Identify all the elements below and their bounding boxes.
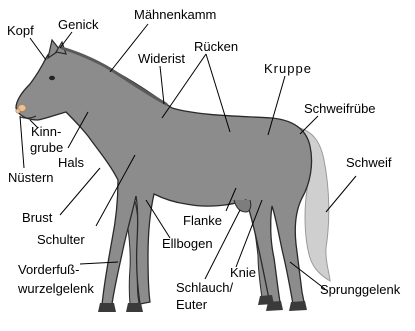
label-kopf: Kopf bbox=[7, 23, 34, 38]
label-schweifruebe: Schweifrübe bbox=[304, 101, 376, 116]
label-sprunggelenk: Sprunggelenk bbox=[320, 282, 400, 297]
label-schulter: Schulter bbox=[37, 232, 85, 247]
label-ruecken: Rücken bbox=[194, 39, 238, 54]
horse-hoof bbox=[289, 301, 307, 311]
leader-brust bbox=[60, 168, 100, 215]
label-kinngrube-line1: Kinn- bbox=[31, 124, 61, 139]
label-kruppe: Kruppe bbox=[264, 61, 312, 76]
horse-udder bbox=[234, 200, 251, 212]
label-nuestern: Nüstern bbox=[8, 170, 54, 185]
leader-widerist bbox=[160, 66, 164, 104]
label-hals: Hals bbox=[58, 155, 84, 170]
label-flanke: Flanke bbox=[183, 213, 222, 228]
horse-nostril bbox=[16, 109, 20, 113]
label-maehnenkamm: Mähnenkamm bbox=[134, 7, 216, 22]
leader-schweifruebe bbox=[300, 116, 318, 134]
horse-hoof bbox=[126, 303, 143, 312]
leader-schweif bbox=[326, 176, 356, 212]
label-schweif: Schweif bbox=[346, 155, 392, 170]
label-kinngrube-line2: grube bbox=[30, 140, 63, 155]
leader-kopf bbox=[30, 38, 46, 60]
label-vorderfuss-line2: wurzelgelenk bbox=[18, 281, 94, 296]
horse-hoof bbox=[98, 303, 116, 312]
label-genick: Genick bbox=[58, 17, 98, 32]
label-knie: Knie bbox=[230, 265, 256, 280]
leader-nuestern bbox=[20, 116, 24, 168]
label-schlauch-line2: Euter bbox=[176, 297, 207, 312]
leader-genick bbox=[60, 32, 72, 48]
label-vorderfuss-line1: Vorderfuß- bbox=[18, 262, 79, 277]
label-schlauch-line1: Schlauch/ bbox=[176, 280, 233, 295]
label-brust: Brust bbox=[22, 210, 52, 225]
horse-eye bbox=[49, 76, 55, 80]
label-widerist: Widerist bbox=[138, 51, 185, 66]
label-ellbogen: Ellbogen bbox=[162, 236, 213, 251]
horse-hoof bbox=[266, 301, 283, 311]
